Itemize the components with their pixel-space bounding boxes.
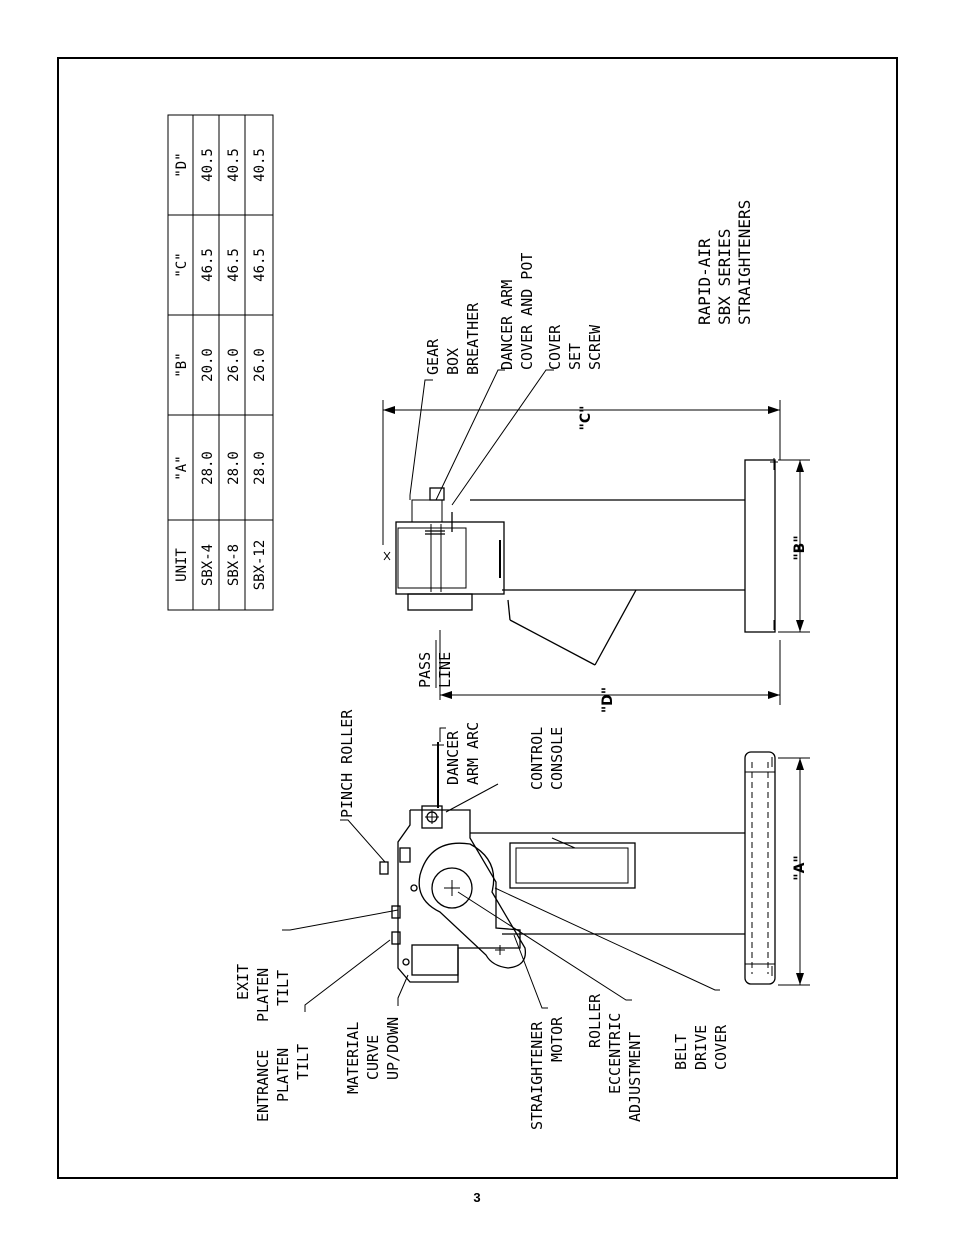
entrance-platen-tilt-label: TILT (294, 1044, 312, 1080)
table-cell: 46.5 (252, 248, 268, 282)
table-cell: 40.5 (252, 148, 268, 182)
roller-eccentric-label: ROLLER (586, 993, 604, 1048)
table-cell: 26.0 (226, 348, 242, 382)
dancer-arm-cover-label: COVER AND POT (518, 253, 536, 370)
roller-eccentric-label: ECCENTRIC (606, 1013, 624, 1094)
table-header-d: "D" (174, 152, 190, 177)
belt-drive-cover-label: DRIVE (692, 1025, 710, 1070)
table-cell: 26.0 (252, 348, 268, 382)
table-cell: SBX-8 (226, 544, 242, 586)
dancer-arm-arc-label: DANCER (444, 730, 462, 785)
exit-platen-tilt-label: EXIT (234, 964, 252, 1000)
belt-drive-cover-label: BELT (672, 1034, 690, 1070)
table-cell: 28.0 (252, 451, 268, 485)
dancer-arm-arc-label: ARM ARC (464, 722, 482, 785)
table-cell: 28.0 (226, 451, 242, 485)
entrance-platen-tilt-label: PLATEN (274, 1048, 292, 1102)
table-cell: 40.5 (200, 148, 216, 182)
dimension-table: UNIT "A" "B" "C" "D" SBX-4 28.0 20.0 46.… (167, 114, 274, 611)
pinch-roller-label: PINCH ROLLER (338, 709, 356, 818)
page-number: 3 (473, 1190, 481, 1205)
table-cell: 20.0 (200, 348, 216, 382)
table-header-unit: UNIT (174, 548, 190, 582)
cover-set-screw-label: COVER (546, 324, 564, 370)
table-header-c: "C" (174, 252, 190, 277)
table-cell: 40.5 (226, 148, 242, 182)
end-view (383, 458, 778, 666)
belt-drive-cover-label: COVER (712, 1024, 730, 1070)
pass-line-label: PASS (416, 652, 434, 688)
material-curve-label: CURVE (364, 1035, 382, 1080)
material-curve-label: UP/DOWN (384, 1017, 402, 1080)
dimension-b-label: "B" (792, 535, 808, 560)
table-header-a: "A" (174, 455, 190, 480)
leader-lines (282, 369, 720, 1012)
gear-box-breather-label: BREATHER (464, 302, 482, 375)
dancer-arm-cover-label: DANCER ARM (498, 280, 516, 370)
table-header-b: "B" (174, 352, 190, 377)
svg-text:RAPID-AIR: RAPID-AIR (695, 238, 714, 325)
roller-eccentric-label: ADJUSTMENT (626, 1032, 644, 1122)
gear-box-breather-label: GEAR (424, 338, 442, 375)
material-curve-label: MATERIAL (344, 1022, 362, 1094)
callout-labels: PINCH ROLLER DANCER ARM ARC CONTROL CONS… (234, 253, 730, 1130)
exit-platen-tilt-label: TILT (274, 970, 292, 1006)
svg-text:SBX SERIES: SBX SERIES (715, 229, 734, 325)
pass-line-label: LINE (436, 652, 454, 688)
control-console-label: CONTROL (528, 727, 546, 790)
straightener-motor-label: MOTOR (548, 1016, 566, 1062)
page-frame (57, 57, 898, 1179)
table-cell: 46.5 (226, 248, 242, 282)
gear-box-breather-label: BOX (444, 348, 462, 375)
dimension-d-label: "D" (600, 687, 616, 713)
straightener-motor-label: STRAIGHTENER (528, 1021, 546, 1130)
table-cell: SBX-12 (252, 540, 268, 591)
cover-set-screw-label: SCREW (586, 324, 604, 370)
svg-text:STRAIGHTENERS: STRAIGHTENERS (735, 200, 754, 325)
drawing-title: RAPID-AIR SBX SERIES STRAIGHTENERS (695, 200, 754, 325)
control-console-label: CONSOLE (548, 727, 566, 790)
dimension-lines: "C" "D" "B" "A" (382, 400, 810, 986)
entrance-platen-tilt-label: ENTRANCE (254, 1050, 272, 1122)
side-view (379, 742, 776, 985)
table-cell: 28.0 (200, 451, 216, 485)
table-cell: SBX-4 (200, 544, 216, 586)
dimension-a-label: "A" (792, 855, 808, 880)
dimension-c-label: "C" (578, 406, 594, 431)
exit-platen-tilt-label: PLATEN (254, 968, 272, 1022)
cover-set-screw-label: SET (566, 343, 584, 370)
table-cell: 46.5 (200, 248, 216, 282)
